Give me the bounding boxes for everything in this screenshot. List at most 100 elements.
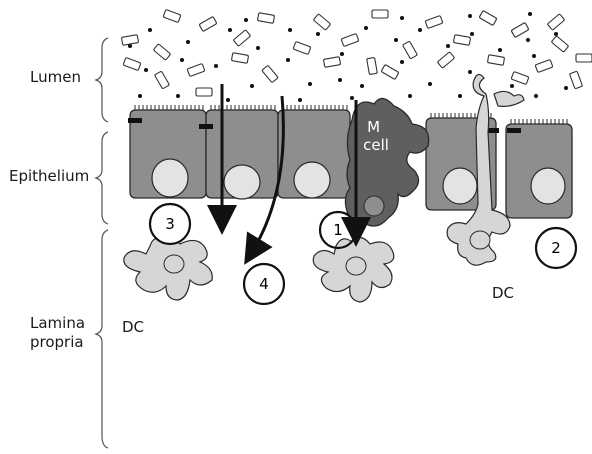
bacterium [323,57,340,68]
lumen-brace [96,38,108,122]
dc-label-left: DC [122,318,144,336]
antigen-dot [564,86,568,90]
bacterium [570,71,583,89]
bacterium [341,34,359,47]
route-number: 2 [551,239,561,257]
epithelial-cell [278,110,350,198]
bacterium [262,65,278,82]
antigen-dot [256,46,260,50]
dc-label-right: DC [492,284,514,302]
bacterium [372,10,388,18]
antigen-dot [446,44,450,48]
antigen-dot [400,16,404,20]
antigen-dot [470,32,474,36]
antigen-dot [468,14,472,18]
antigen-dot [316,32,320,36]
antigen-dot [408,94,412,98]
antigen-dot [360,84,364,88]
bacterium [257,13,274,24]
antigen-dot [498,48,502,52]
epithelium-brace [96,132,108,224]
antigen-dot [468,70,472,74]
bacterium [425,16,443,29]
bacterium [511,23,529,38]
epithelial-cell [206,110,278,199]
antigen-dot [228,28,232,32]
antigen-dot [534,94,538,98]
antigen-dot [144,68,148,72]
antigen-dot [400,60,404,64]
antigen-dot [510,84,514,88]
antigen-dot [308,82,312,86]
antigen-dot [186,40,190,44]
antigen-dot [364,26,368,30]
antigen-dot [338,78,342,82]
route-marker: 3 [150,204,190,244]
bacterium [381,65,399,80]
nucleus [152,159,188,197]
epithelial-cell [130,110,206,198]
bacterium [187,64,205,77]
nucleus [294,162,330,198]
antigen-dot [214,64,218,68]
antigen-dot [340,52,344,56]
epithelial-cell [506,124,572,218]
antigen-dot [250,84,254,88]
bacterium [551,36,568,52]
bacterium [367,57,378,74]
bacterium [453,35,470,46]
antigen-dot [528,12,532,16]
antigen-dot [286,58,290,62]
antigen-dot [394,38,398,42]
bacterium [487,55,504,66]
bacterium [199,17,217,32]
bacterium [547,14,564,30]
antigen-dot [244,18,248,22]
nucleus [531,168,565,204]
antigen-dot [526,38,530,42]
antigen-dot [350,96,354,100]
antigen-dot [128,44,132,48]
antigen-dot [176,94,180,98]
bacterium [231,53,248,64]
antigen-dot [298,98,302,102]
lamina-propria-brace [96,230,108,448]
antigen-dot [458,94,462,98]
m-cell-label-line: cell [363,136,389,154]
route-marker: 2 [536,228,576,268]
bacterium [576,54,592,62]
bacterium [479,11,497,26]
route-marker: 4 [244,264,284,304]
bacterium [511,72,529,85]
bacterium [155,71,170,89]
bacterium [313,14,330,30]
nucleus [443,168,477,204]
antigen-dot [418,28,422,32]
bacterium [293,42,311,55]
bacterium [535,60,553,73]
nucleus [224,165,260,199]
antigen-dot [288,28,292,32]
antigen-dot [180,58,184,62]
m-cell [345,98,428,226]
antigen-dot [148,28,152,32]
bacterium [121,35,138,46]
bacterium [123,58,141,71]
bacterium [163,10,181,23]
antigen-dot [554,32,558,36]
bacterium [403,41,418,59]
bacterium [196,88,212,96]
dendritic-cell [313,237,394,302]
dendritic-cell [124,237,212,300]
antigen-dot [532,54,536,58]
m-cell-label-line: M [367,118,380,136]
route-number: 1 [333,221,343,239]
bacterium [437,52,454,68]
route-number: 4 [259,275,269,293]
antigen-dot [138,94,142,98]
bacterium [233,30,250,46]
lumen-bacteria [121,10,592,96]
bacterium [153,44,170,60]
